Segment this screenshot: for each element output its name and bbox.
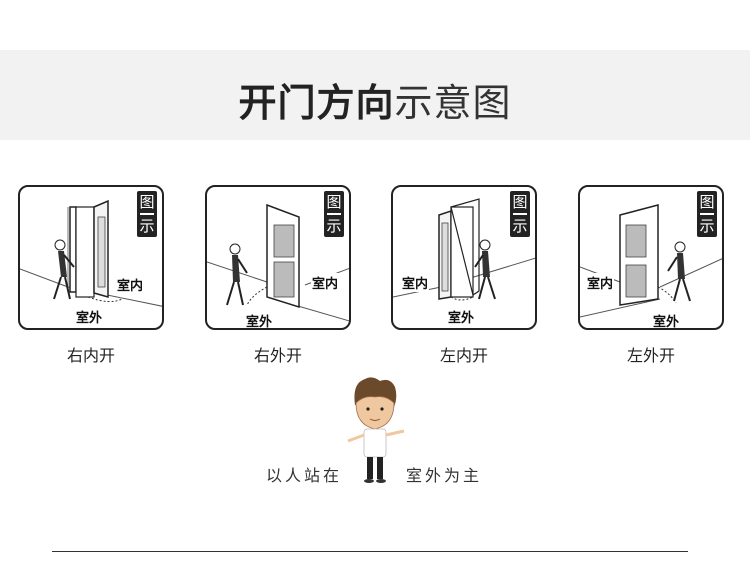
stand-note-left: 以人站在 (266, 466, 343, 485)
label-inside: 室内 (401, 273, 430, 292)
diagram-badge: 图 示 (697, 191, 717, 237)
label-outside: 室外 (75, 307, 104, 326)
label-outside: 室外 (245, 311, 274, 328)
label-inside: 室内 (116, 275, 145, 294)
caption-left-outward: 左外开 (626, 346, 675, 365)
label-outside: 室外 (447, 307, 476, 326)
badge-bottom-char: 示 (139, 217, 155, 235)
badge-bottom-char: 示 (699, 217, 715, 235)
stand-note-right: 室外为主 (406, 466, 483, 485)
door-illustration (393, 198, 535, 301)
badge-bottom-char: 示 (326, 217, 342, 235)
badge-top-char: 图 (326, 193, 342, 211)
title-bold: 开门方向 (238, 81, 395, 125)
door-panel-left-inward: 图 示 室内 室外 (391, 185, 537, 330)
label-outside: 室外 (652, 311, 681, 328)
bottom-divider (52, 551, 688, 552)
badge-top-char: 图 (699, 193, 715, 211)
door-illustration (207, 203, 349, 322)
label-inside: 室内 (586, 273, 615, 292)
cartoon-person-icon (347, 377, 405, 483)
badge-top-char: 图 (139, 193, 155, 211)
caption-right-outward: 右外开 (253, 346, 302, 365)
door-illustration (20, 199, 162, 307)
door-illustration (580, 204, 722, 318)
door-panel-right-inward: 图 示 室内 室外 (18, 185, 164, 330)
door-panel-right-outward: 图 示 室内 室外 (205, 185, 351, 330)
caption-left-inward: 左内开 (439, 346, 488, 365)
diagram-badge: 图 示 (324, 191, 344, 237)
label-inside: 室内 (311, 273, 340, 292)
title-light: 示意图 (394, 81, 512, 125)
caption-right-inward: 右内开 (66, 346, 115, 365)
diagram-badge: 图 示 (510, 191, 530, 237)
badge-top-char: 图 (512, 193, 528, 211)
door-panel-left-outward: 图 示 室内 室外 (578, 185, 724, 330)
diagram-badge: 图 示 (137, 191, 157, 237)
page-title: 开门方向示意图 (0, 72, 750, 127)
title-banner (0, 50, 750, 140)
badge-bottom-char: 示 (512, 217, 528, 235)
